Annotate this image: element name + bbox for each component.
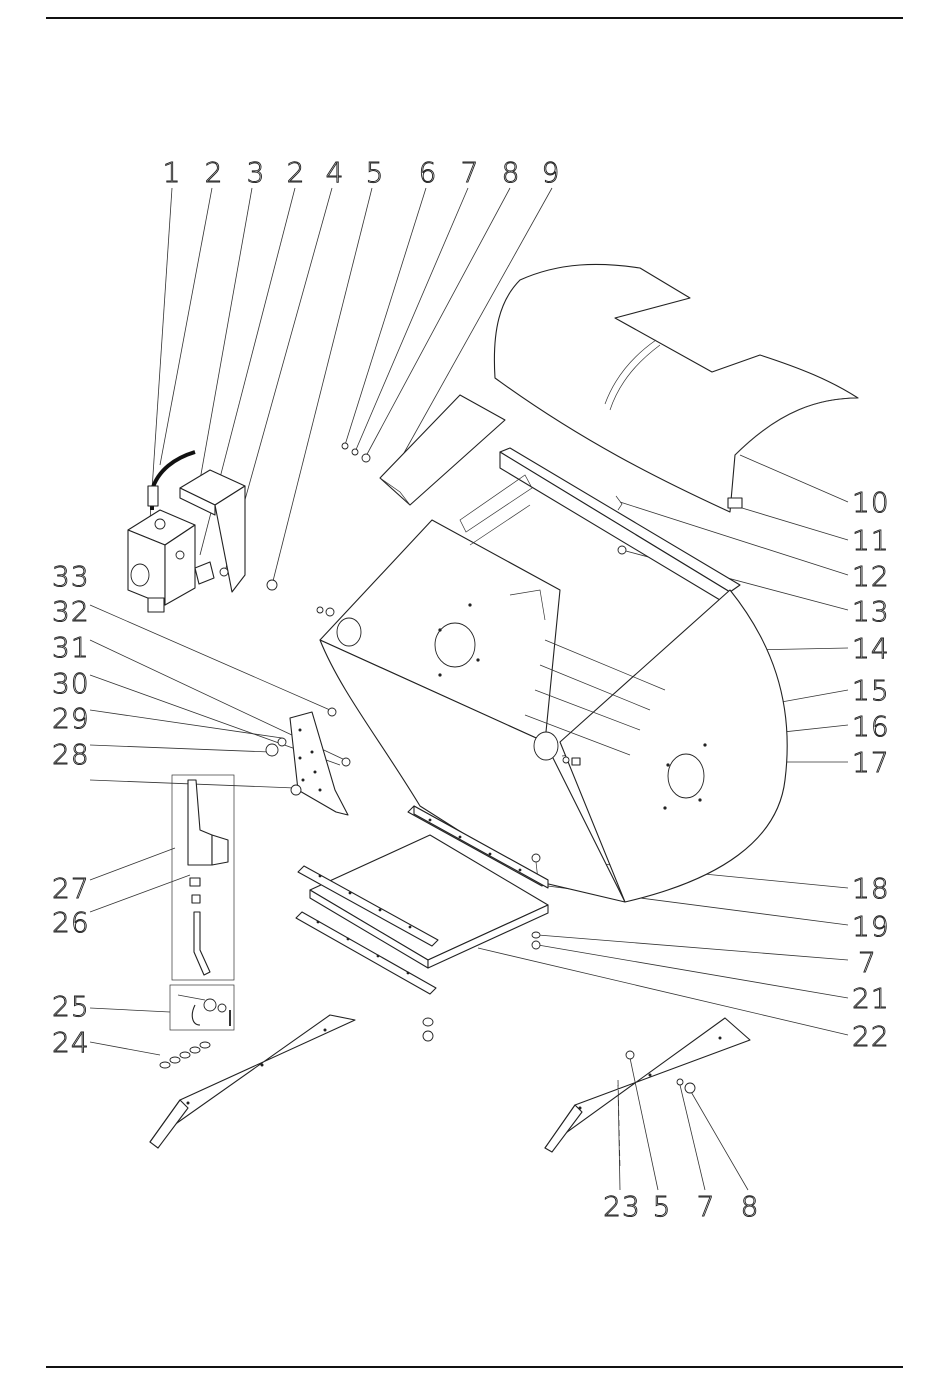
callout-label: 17 (852, 746, 890, 779)
callout-label: 10 (852, 486, 890, 519)
callout-label: 32 (52, 595, 90, 628)
angle-left (150, 1015, 355, 1148)
callout-label: 7 (697, 1190, 716, 1223)
callout-label: 26 (52, 906, 90, 939)
latch-detail-box (160, 775, 234, 1068)
callout-label: 2 (287, 156, 306, 189)
callout-label: 25 (52, 990, 90, 1023)
callout-label: 8 (741, 1190, 760, 1223)
angle-right (545, 1018, 750, 1170)
switch-box (128, 452, 277, 612)
callout-label: 19 (852, 910, 890, 943)
callout-label: 11 (852, 524, 890, 557)
callout-label: 29 (52, 702, 90, 735)
callout-label: 9 (542, 156, 561, 189)
callout-label: 23 (603, 1190, 641, 1223)
mounting-plate (266, 708, 350, 815)
callout-label: 13 (852, 595, 890, 628)
callout-label: 5 (366, 156, 385, 189)
callout-label: 30 (52, 667, 90, 700)
callout-label: 18 (852, 872, 890, 905)
callout-label: 14 (852, 632, 890, 665)
callout-label: 5 (653, 1190, 672, 1223)
callout-label: 24 (52, 1026, 90, 1059)
callout-label: 22 (852, 1020, 890, 1053)
callout-label: 15 (852, 674, 890, 707)
callout-label: 8 (502, 156, 521, 189)
callout-label: 31 (52, 631, 90, 664)
callout-label: 2 (205, 156, 224, 189)
callout-label: 12 (852, 560, 890, 593)
callout-label: 1 (163, 156, 182, 189)
hopper-body (320, 448, 787, 902)
angle-bracket-small (380, 395, 505, 505)
callout-label: 7 (461, 156, 480, 189)
callout-label: 28 (52, 738, 90, 771)
callout-label: 7 (858, 946, 877, 979)
callout-label: 3 (247, 156, 266, 189)
callout-label: 6 (419, 156, 438, 189)
callout-label: 4 (326, 156, 345, 189)
callout-label: 16 (852, 710, 890, 743)
callout-label: 33 (52, 560, 90, 593)
callout-label: 21 (852, 982, 890, 1015)
callout-label: 27 (52, 872, 90, 905)
